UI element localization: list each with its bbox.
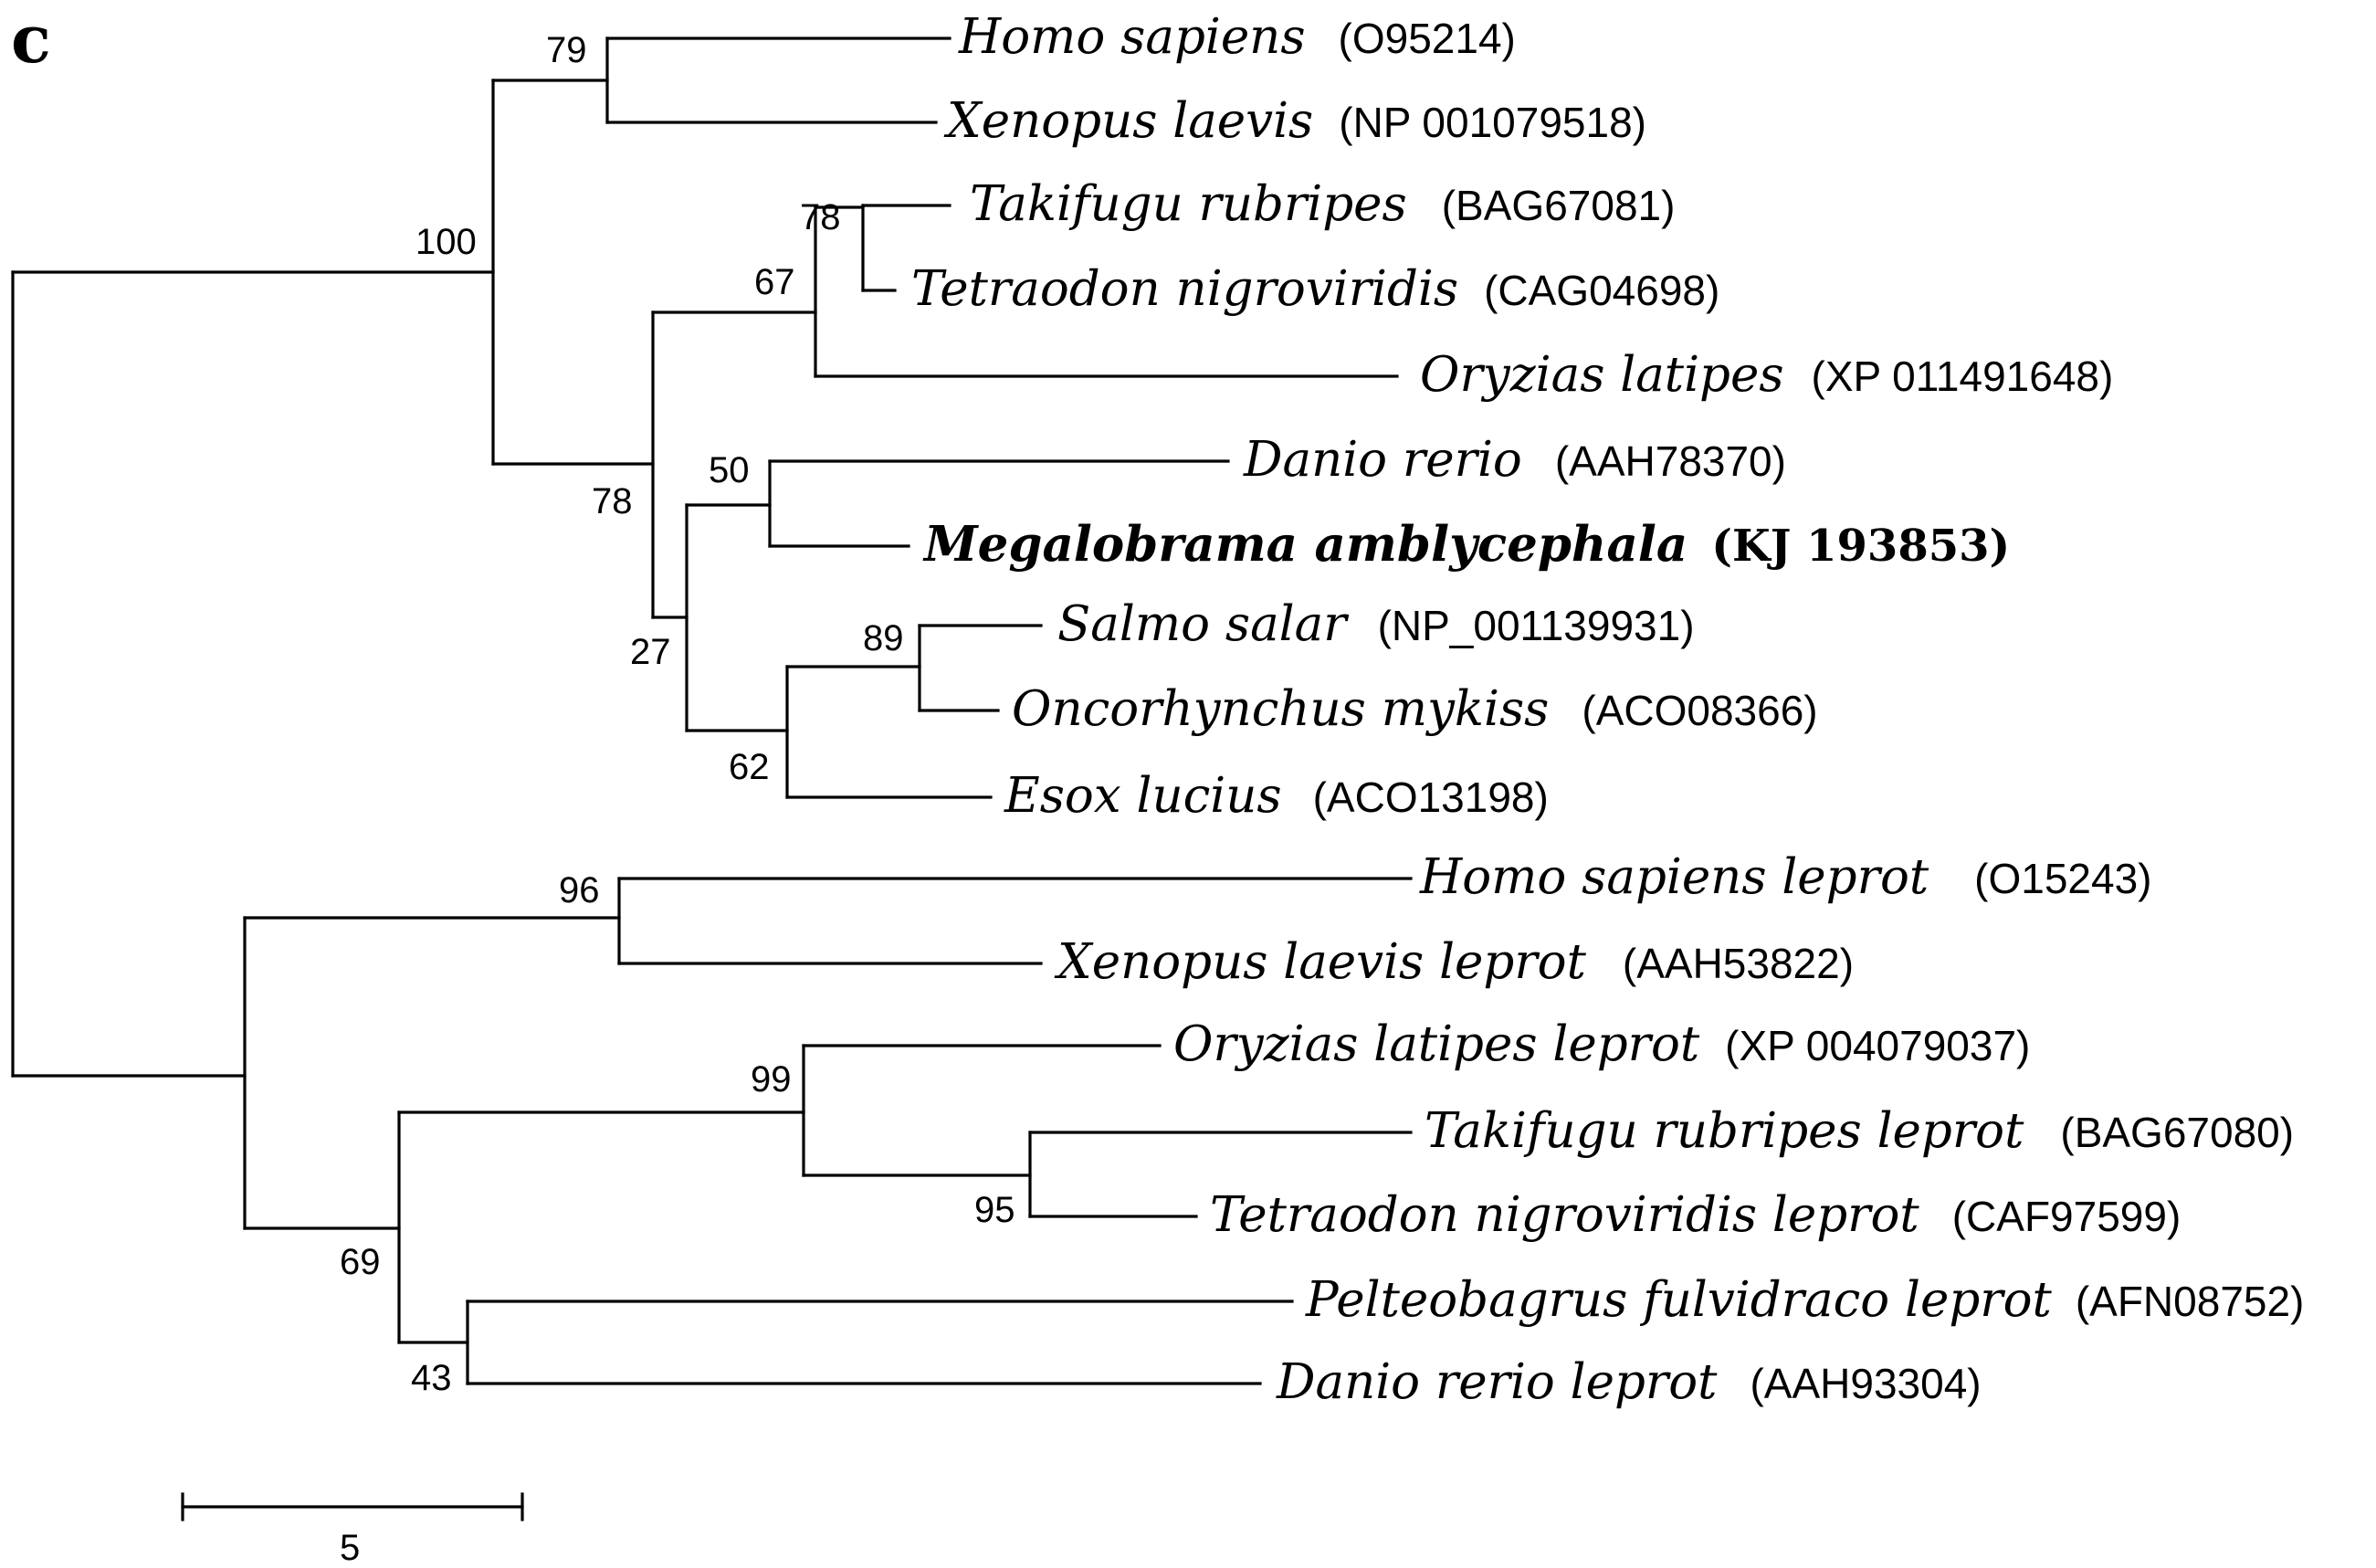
- bootstrap-label: 50: [709, 450, 750, 490]
- bootstrap-label: 95: [974, 1190, 1015, 1230]
- bootstrap-label: 99: [751, 1059, 792, 1100]
- bootstrap-label: 67: [754, 262, 795, 302]
- bootstrap-values: 79 100 78 67 78 50 27 89 62 96 99 95 69 …: [340, 30, 1015, 1398]
- bootstrap-label: 62: [729, 747, 770, 787]
- bootstrap-label: 69: [340, 1242, 381, 1282]
- leaf-label: Homo sapiens leprot(O15243): [1419, 849, 2152, 905]
- leaf-label: Danio rerio(AAH78370): [1243, 432, 1786, 488]
- leaf-label: Oncorhynchus mykiss(ACO08366): [1012, 681, 1818, 737]
- leaf-label: Esox lucius(ACO13198): [1004, 768, 1549, 824]
- scale-bar-label: 5: [340, 1528, 360, 1568]
- tree-branches: [11, 37, 1413, 1385]
- leaf-label: Tetraodon nigroviridis(CAG04698): [911, 261, 1719, 317]
- bootstrap-label: 78: [800, 197, 841, 237]
- bootstrap-label: 79: [546, 30, 587, 70]
- bootstrap-label: 27: [630, 632, 671, 672]
- leaf-label: Xenopus laevis(NP 001079518): [943, 93, 1646, 149]
- leaf-label: Xenopus laevis leprot(AAH53822): [1054, 934, 1854, 990]
- bootstrap-label: 43: [411, 1358, 452, 1398]
- leaf-label: Tetraodon nigroviridis leprot(CAF97599): [1210, 1187, 2181, 1243]
- leaf-label: Homo sapiens(O95214): [958, 9, 1516, 65]
- scale-bar: 5: [181, 1492, 524, 1568]
- leaf-label: Oryzias latipes(XP 011491648): [1420, 347, 2113, 403]
- leaf-label: Salmo salar(NP_001139931): [1057, 596, 1695, 652]
- bootstrap-label: 100: [415, 222, 477, 262]
- leaf-label: Danio rerio leprot(AAH93304): [1276, 1354, 1982, 1410]
- bootstrap-label: 78: [592, 481, 633, 521]
- leaf-label: Takifugu rubripes(BAG67081): [970, 176, 1675, 232]
- bootstrap-label: 89: [863, 618, 904, 658]
- leaf-label: Oryzias latipes leprot(XP 004079037): [1173, 1016, 2030, 1072]
- leaf-label-highlighted: Megalobrama amblycephala(KJ 193853): [922, 516, 2010, 573]
- leaf-label: Takifugu rubripes leprot(BAG67080): [1425, 1103, 2294, 1159]
- panel-label: c: [11, 0, 51, 78]
- leaf-labels: Homo sapiens(O95214) Xenopus laevis(NP 0…: [911, 9, 2304, 1410]
- bootstrap-label: 96: [559, 870, 600, 910]
- leaf-label: Pelteobagrus fulvidraco leprot(AFN08752): [1305, 1272, 2304, 1328]
